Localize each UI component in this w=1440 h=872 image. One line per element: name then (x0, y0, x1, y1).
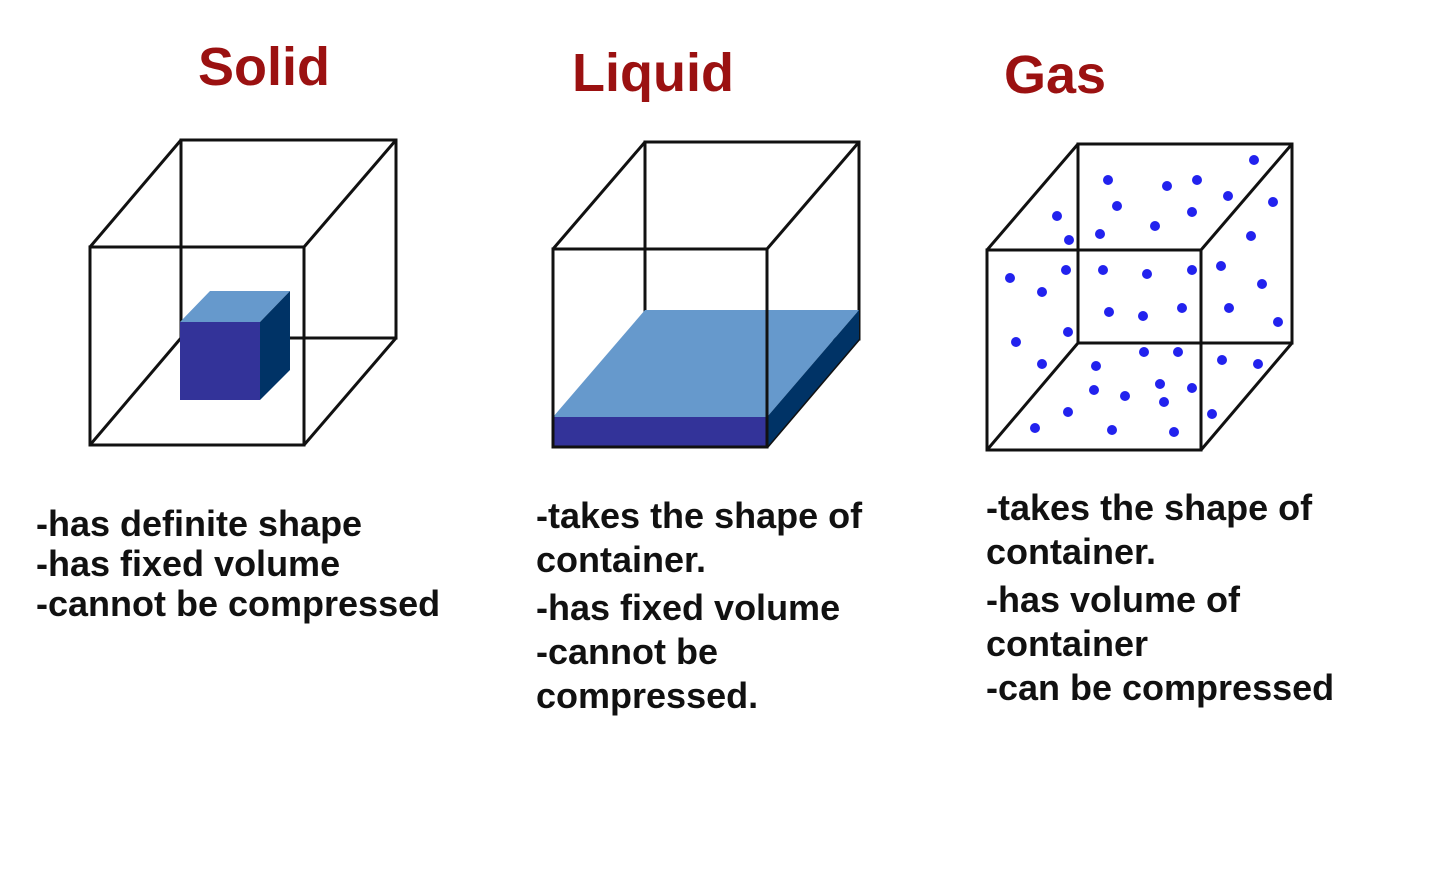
gas-particle (1112, 201, 1122, 211)
gas-particle (1253, 359, 1263, 369)
gas-particle (1224, 303, 1234, 313)
gas-particle (1064, 235, 1074, 245)
gas-particle (1216, 261, 1226, 271)
gas-particle (1037, 359, 1047, 369)
liquid-property-line: compressed. (536, 674, 862, 718)
liquid-properties: -takes the shape of container. -has fixe… (536, 494, 862, 718)
gas-particle (1177, 303, 1187, 313)
solid-property-line: -cannot be compressed (36, 584, 440, 624)
gas-particle (1030, 423, 1040, 433)
solid-block (180, 291, 290, 400)
gas-particle (1107, 425, 1117, 435)
liquid-property-line: container. (536, 538, 862, 582)
gas-property-line: -can be compressed (986, 666, 1334, 710)
gas-particle (1207, 409, 1217, 419)
gas-particle (1061, 265, 1071, 275)
gas-properties: -takes the shape of container. -has volu… (986, 486, 1334, 710)
gas-particle (1249, 155, 1259, 165)
gas-front-face (987, 250, 1201, 450)
gas-particle (1063, 407, 1073, 417)
gas-particle (1273, 317, 1283, 327)
gas-particle (1187, 265, 1197, 275)
liquid-property-line: -has fixed volume (536, 586, 862, 630)
solid-title: Solid (198, 40, 330, 94)
gas-particle (1217, 355, 1227, 365)
liquid-layer (553, 310, 859, 447)
gas-particle (1139, 347, 1149, 357)
gas-container-diagram (980, 136, 1310, 466)
gas-particle (1169, 427, 1179, 437)
gas-property-line: -has volume of (986, 578, 1334, 622)
gas-particle (1005, 273, 1015, 283)
solid-container-diagram (80, 130, 410, 460)
gas-particle (1162, 181, 1172, 191)
liquid-property-line: -cannot be (536, 630, 862, 674)
gas-particle (1159, 397, 1169, 407)
gas-particle (1011, 337, 1021, 347)
solid-property-line: -has fixed volume (36, 544, 440, 584)
gas-particle (1246, 231, 1256, 241)
liquid-property-line: -takes the shape of (536, 494, 862, 538)
gas-particle (1155, 379, 1165, 389)
gas-particle (1257, 279, 1267, 289)
gas-particle (1138, 311, 1148, 321)
gas-particle (1095, 229, 1105, 239)
gas-particle (1223, 191, 1233, 201)
gas-property-line: container (986, 622, 1334, 666)
liquid-title: Liquid (572, 46, 734, 100)
liquid-container-diagram (545, 132, 875, 462)
solid-properties: -has definite shape -has fixed volume -c… (36, 504, 440, 624)
gas-particle (1192, 175, 1202, 185)
gas-particle (1098, 265, 1108, 275)
solid-property-line: -has definite shape (36, 504, 440, 544)
gas-particle (1052, 211, 1062, 221)
liquid-back-face (645, 142, 859, 339)
gas-particle (1063, 327, 1073, 337)
gas-particle (1268, 197, 1278, 207)
gas-particle (1103, 175, 1113, 185)
gas-particle (1173, 347, 1183, 357)
gas-particle (1091, 361, 1101, 371)
gas-property-line: -takes the shape of (986, 486, 1334, 530)
gas-particle (1089, 385, 1099, 395)
gas-particle (1120, 391, 1130, 401)
gas-property-line: container. (986, 530, 1334, 574)
gas-particle (1142, 269, 1152, 279)
gas-particle (1104, 307, 1114, 317)
gas-particle (1150, 221, 1160, 231)
gas-title: Gas (1004, 48, 1106, 102)
gas-particle (1187, 207, 1197, 217)
gas-particle (1187, 383, 1197, 393)
gas-particles (1005, 155, 1283, 437)
gas-particle (1037, 287, 1047, 297)
